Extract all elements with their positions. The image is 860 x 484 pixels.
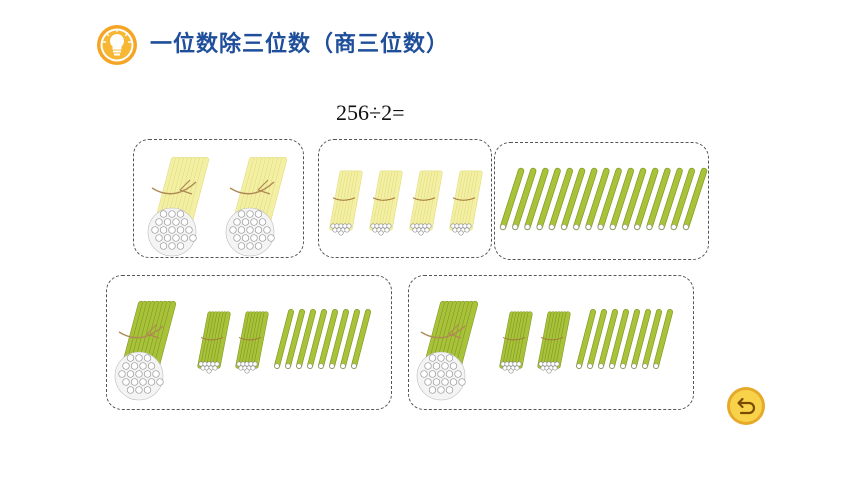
loose-stick	[340, 309, 360, 369]
loose-stick	[598, 309, 618, 369]
loose-stick	[318, 309, 338, 369]
loose-stick	[572, 167, 598, 231]
faded-hundreds-bundles	[147, 156, 288, 257]
hundred-bundle	[416, 300, 479, 401]
left-group-panel	[106, 275, 392, 410]
back-button[interactable]	[726, 386, 766, 426]
loose-stick	[646, 167, 671, 231]
loose-stick	[631, 309, 651, 369]
loose-stick	[670, 167, 696, 231]
loose-stick	[560, 167, 586, 231]
loose-stick	[609, 309, 629, 369]
loose-stick	[285, 309, 305, 369]
faded-ten-bundle	[449, 170, 483, 236]
loose-stick	[512, 167, 537, 231]
loose-stick	[499, 167, 525, 231]
tens-panel	[318, 139, 492, 258]
page-title: 一位数除三位数（商三位数）	[150, 32, 450, 57]
faded-hundred-bundle	[225, 156, 288, 257]
faded-ten-bundle	[369, 170, 403, 236]
loose-stick	[620, 309, 640, 369]
right-group-sticks	[416, 300, 673, 401]
ten-bundle	[537, 311, 571, 374]
loose-stick	[585, 167, 610, 231]
return-icon	[727, 387, 765, 425]
right-group-panel	[408, 275, 694, 410]
loose-stick	[296, 309, 316, 369]
faded-hundred-bundle	[147, 156, 210, 257]
loose-stick	[307, 309, 327, 369]
loose-stick	[524, 167, 549, 231]
faded-ten-bundle	[409, 170, 443, 236]
faded-ten-bundle	[329, 170, 363, 236]
loose-stick	[642, 309, 662, 369]
loose-stick	[274, 309, 294, 369]
ten-bundle	[235, 311, 269, 374]
loose-stick	[658, 167, 683, 231]
loose-stick	[548, 167, 574, 231]
left-group-sticks	[114, 300, 371, 401]
loose-stick	[576, 309, 596, 369]
division-equation: 256÷2=	[336, 100, 405, 125]
loose-stick	[621, 167, 647, 231]
loose-stick	[351, 309, 371, 369]
loose-sticks	[499, 167, 708, 231]
lightbulb-icon	[96, 24, 138, 66]
loose-stick	[536, 167, 561, 231]
loose-stick	[682, 167, 708, 231]
hundred-bundle	[114, 300, 177, 401]
hundreds-panel	[133, 139, 304, 258]
loose-stick	[609, 167, 635, 231]
loose-stick	[587, 309, 607, 369]
ten-bundle	[197, 311, 231, 374]
loose-stick	[633, 167, 659, 231]
ten-bundle	[499, 311, 533, 374]
loose-stick	[597, 167, 622, 231]
faded-tens-bundles	[329, 170, 483, 236]
ones-panel	[494, 142, 709, 260]
loose-stick	[329, 309, 349, 369]
loose-stick	[653, 309, 673, 369]
